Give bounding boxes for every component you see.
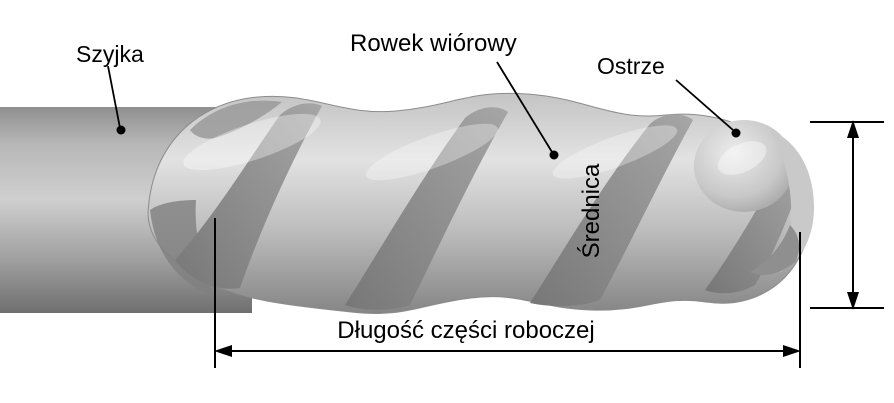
leader-neck bbox=[107, 65, 126, 135]
highlight bbox=[717, 141, 767, 175]
arrowhead-up-icon bbox=[847, 120, 859, 138]
label-neck: Szyjka bbox=[76, 41, 144, 67]
leader-line bbox=[675, 79, 734, 131]
flute-ribbon bbox=[345, 107, 508, 310]
label-diameter: Średnica bbox=[577, 163, 605, 259]
highlight bbox=[183, 113, 321, 171]
crest-shadow bbox=[190, 100, 282, 139]
arrowhead-right-icon bbox=[783, 345, 801, 357]
highlight bbox=[552, 125, 678, 179]
leader-flute bbox=[496, 61, 559, 160]
ball-nose-tip bbox=[770, 130, 815, 272]
flute-ribbon bbox=[175, 103, 322, 289]
highlight bbox=[365, 123, 499, 181]
label-chip-flute: Rowek wiórowy bbox=[350, 30, 517, 57]
label-cutting-edge: Ostrze bbox=[597, 53, 665, 79]
ball-nose-tip-shadow bbox=[750, 225, 800, 275]
ball-nose-lobe bbox=[694, 120, 794, 212]
leader-dot bbox=[116, 125, 126, 135]
arrowhead-down-icon bbox=[847, 292, 859, 310]
label-working-length: Długość części roboczej bbox=[337, 317, 595, 344]
leader-line bbox=[107, 65, 121, 129]
flute-highlights bbox=[183, 113, 767, 181]
diameter-dimension bbox=[810, 120, 884, 310]
flute-ribbon bbox=[530, 114, 693, 307]
leader-dot bbox=[549, 150, 559, 160]
leader-cutting-edge bbox=[675, 79, 741, 138]
arrowhead-left-icon bbox=[214, 345, 232, 357]
working-length-dimension bbox=[214, 218, 801, 368]
leader-line bbox=[496, 61, 553, 153]
leader-dot bbox=[731, 128, 741, 138]
